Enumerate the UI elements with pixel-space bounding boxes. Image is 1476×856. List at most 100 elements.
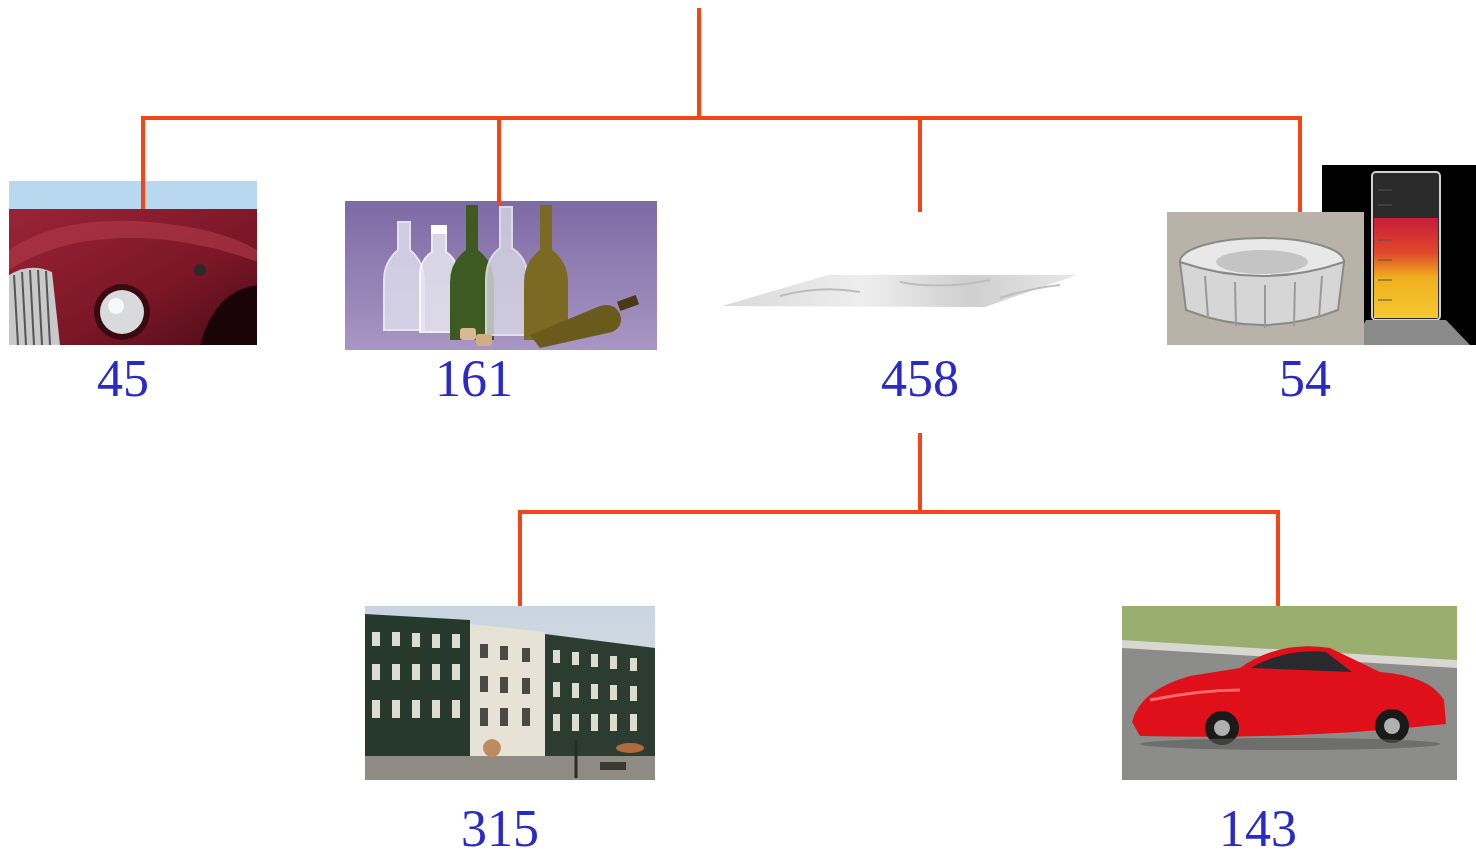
terrace-photo-part: [483, 739, 501, 757]
glassware-photo-part: [1352, 320, 1470, 345]
marble-slab-part: [918, 206, 922, 212]
bottles-photo-part: [431, 225, 447, 234]
terrace-photo-part-part: [610, 685, 617, 700]
terrace-photo-part: [616, 743, 644, 753]
glassware-photo-part-part: [1205, 276, 1208, 318]
bottles-photo-part: [524, 205, 568, 340]
tree-connector: [520, 433, 920, 606]
count-number: 161: [435, 353, 513, 405]
bottles-photo: [345, 201, 657, 350]
glassware-photo-part-part: [1378, 240, 1392, 241]
terrace-photo-part-part: [610, 656, 617, 669]
picture-node: 161: [345, 201, 657, 407]
sportscar-photo-part: [1375, 709, 1409, 743]
car-closeup-photo-part: [14, 270, 50, 345]
terrace-photo-part-part: [591, 654, 598, 667]
glassware-photo-part-part: [1378, 300, 1392, 301]
terrace-photo-part: [372, 632, 637, 731]
tree-connector: [920, 433, 1278, 606]
terrace-photo-part-part: [480, 644, 488, 658]
terrace-photo-part-part: [572, 652, 579, 665]
terrace-photo-part-part: [372, 664, 380, 680]
car-closeup-photo-part: [9, 181, 257, 209]
glassware-photo-part-part: [1378, 205, 1392, 206]
glassware-photo-part: [1374, 218, 1438, 318]
glassware-photo-part: [1372, 172, 1440, 320]
glassware-photo-part-part: [1294, 282, 1295, 326]
terrace-photo-part-part: [522, 678, 530, 694]
sportscar-photo: [1122, 606, 1457, 780]
bottles-photo-part: [460, 328, 476, 340]
car-closeup-photo-part-part: [30, 270, 34, 345]
terrace-photo-part: [545, 634, 655, 760]
bottles-photo-part: [384, 222, 424, 330]
sportscar-photo-part: [1140, 738, 1440, 750]
car-closeup-photo-part: [9, 268, 60, 345]
terrace-photo-part-part: [572, 683, 579, 698]
terrace-photo-part-part: [630, 658, 637, 671]
terrace-photo-part: [365, 606, 655, 780]
terrace-photo: [365, 606, 655, 780]
terrace-photo-part-part: [522, 708, 530, 726]
marble-slab: [722, 206, 1077, 307]
terrace-photo-part-part: [432, 664, 440, 680]
picture-node: 143: [1122, 606, 1457, 856]
glassware-photo-part: [1167, 212, 1364, 345]
count-number: 54: [1279, 353, 1331, 405]
tree-bracket-part: [918, 118, 922, 212]
terrace-photo-part-part: [630, 714, 637, 731]
glassware-photo-part-part: [1264, 285, 1266, 328]
terrace-photo-part-part: [412, 664, 420, 680]
terrace-photo-part-part: [452, 700, 460, 718]
terrace-photo-part-part: [392, 700, 400, 718]
count-number: 315: [461, 803, 539, 855]
glassware-photo-part-part: [1378, 260, 1392, 261]
terrace-photo-part-part: [591, 714, 598, 731]
terrace-photo-part-part: [412, 700, 420, 718]
bottles-photo-part: [486, 207, 528, 335]
terrace-photo-part: [480, 644, 530, 726]
terrace-photo-part: [365, 614, 470, 760]
bottles-photo-part: [530, 305, 621, 348]
car-closeup-photo-part: [100, 290, 144, 334]
terrace-photo-part-part: [452, 634, 460, 648]
picture-node: 54: [1167, 165, 1474, 407]
tree-bracket-part: [141, 116, 1302, 120]
tree-bracket-part: [697, 8, 701, 118]
car-closeup-photo: [9, 181, 257, 345]
car-closeup-photo-part-part: [46, 271, 50, 345]
picture-node: 45: [9, 181, 257, 407]
tree-bracket: [141, 8, 1302, 212]
terrace-photo-part-part: [500, 677, 508, 693]
sportscar-photo-part: [1384, 718, 1400, 734]
terrace-photo-part-part: [392, 664, 400, 680]
car-closeup-photo-part: [9, 209, 257, 345]
car-closeup-photo-part: [200, 285, 257, 345]
glassware-photo-part-part: [1319, 276, 1322, 318]
tree-bracket-part: [1298, 118, 1302, 212]
glassware-photo-part-part: [1235, 282, 1236, 326]
terrace-photo-part-part: [372, 632, 380, 646]
car-closeup-photo-part-part: [22, 272, 26, 345]
car-closeup-photo-part: [141, 181, 145, 212]
glassware-photo-part: [1205, 276, 1322, 328]
tree-bracket-part: [141, 118, 145, 212]
car-closeup-photo-part: [94, 284, 150, 340]
terrace-photo-part-part: [432, 700, 440, 718]
sportscar-photo-part: [1250, 651, 1352, 672]
car-closeup-photo-part-part: [14, 275, 18, 345]
terrace-photo-part-part: [392, 632, 400, 646]
count-number: 458: [881, 353, 959, 405]
terrace-photo-part-part: [572, 714, 579, 731]
bottles-photo-part: [476, 334, 492, 346]
glassware-photo: [1167, 165, 1476, 345]
terrace-photo-part-part: [630, 686, 637, 701]
terrace-photo-part: [600, 762, 626, 770]
terrace-photo-part-part: [480, 676, 488, 692]
count-number: 143: [1219, 803, 1297, 855]
glassware-photo-part: [1216, 250, 1308, 274]
glassware-photo-part-part: [1378, 190, 1392, 191]
